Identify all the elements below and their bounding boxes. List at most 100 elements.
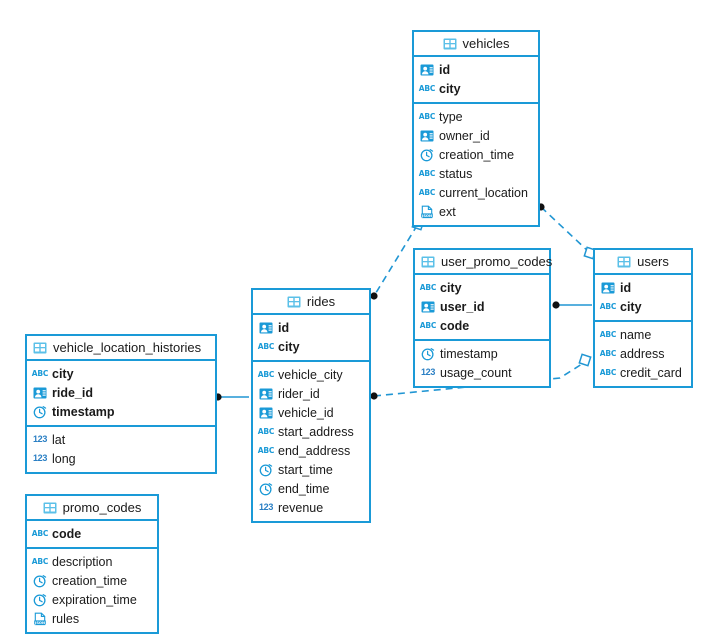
relationship-source-marker xyxy=(370,392,378,400)
field-label: code xyxy=(440,318,470,333)
column-row-owner_id[interactable]: owner_id xyxy=(414,126,538,145)
123-number-icon: 123 xyxy=(32,434,48,444)
table-title: user_promo_codes xyxy=(441,254,553,269)
relationship-rel-vlh-rides[interactable] xyxy=(214,393,249,401)
field-label: code xyxy=(52,526,82,541)
table-header-user_promo_codes[interactable]: user_promo_codes xyxy=(415,250,553,275)
abc-text-icon: ABC xyxy=(31,528,49,538)
field-label: rider_id xyxy=(278,386,320,401)
clock-icon xyxy=(33,574,47,588)
column-row-rider_id[interactable]: rider_id xyxy=(253,384,369,403)
table-title: promo_codes xyxy=(62,500,142,515)
primary-key-row-ride_id[interactable]: ride_id xyxy=(27,383,215,402)
table-header-vehicles[interactable]: vehicles xyxy=(414,32,538,57)
table-grid-icon xyxy=(421,255,435,269)
abc-text-icon: ABC xyxy=(419,282,437,292)
field-label: credit_card xyxy=(620,365,682,380)
abc-text-icon: ABC xyxy=(418,83,436,93)
relationship-source-marker xyxy=(552,301,560,309)
column-row-timestamp[interactable]: timestamp xyxy=(415,344,549,363)
table-header-users[interactable]: users xyxy=(595,250,691,275)
primary-key-row-id[interactable]: id xyxy=(253,318,369,337)
json-document-icon: JSON xyxy=(420,205,434,219)
primary-key-row-id[interactable]: id xyxy=(414,60,538,79)
column-row-creation_time[interactable]: creation_time xyxy=(27,571,157,590)
abc-text-icon: ABC xyxy=(257,445,275,455)
table-grid-icon xyxy=(43,501,57,515)
field-label: usage_count xyxy=(440,365,512,380)
field-label: vehicle_id xyxy=(278,405,334,420)
column-row-start_time[interactable]: start_time xyxy=(253,460,369,479)
clock-icon xyxy=(259,463,273,477)
uuid-person-icon xyxy=(33,386,47,400)
table-header-vehicle_location_histories[interactable]: vehicle_location_histories xyxy=(27,336,215,361)
primary-key-row-timestamp[interactable]: timestamp xyxy=(27,402,215,421)
field-label: start_time xyxy=(278,462,333,477)
relationship-rel-upc-users[interactable] xyxy=(552,301,592,309)
clock-icon xyxy=(33,405,47,419)
abc-text-icon: ABC xyxy=(257,369,275,379)
123-number-icon: 123 xyxy=(32,453,48,463)
field-label: address xyxy=(620,346,665,361)
column-row-creation_time[interactable]: creation_time xyxy=(414,145,538,164)
column-row-vehicle_id[interactable]: vehicle_id xyxy=(253,403,369,422)
relationship-target-marker xyxy=(578,353,592,367)
field-label: status xyxy=(439,166,473,181)
field-label: city xyxy=(620,299,642,314)
column-row-expiration_time[interactable]: expiration_time xyxy=(27,590,157,609)
abc-text-icon: ABC xyxy=(31,368,49,378)
abc-text-icon: ABC xyxy=(599,301,617,311)
table-grid-icon xyxy=(443,37,457,51)
column-row-end_time[interactable]: end_time xyxy=(253,479,369,498)
table-header-promo_codes[interactable]: promo_codes xyxy=(27,496,157,521)
clock-icon xyxy=(421,347,435,361)
abc-text-icon: ABC xyxy=(599,329,617,339)
primary-key-row-id[interactable]: id xyxy=(595,278,691,297)
table-title: rides xyxy=(306,294,336,309)
field-label: city xyxy=(278,339,300,354)
field-label: id xyxy=(278,320,290,335)
table-title: users xyxy=(637,254,669,269)
table-title: vehicles xyxy=(462,36,510,51)
uuid-person-icon xyxy=(420,129,434,143)
primary-key-row-user_id[interactable]: user_id xyxy=(415,297,549,316)
svg-text:JSON: JSON xyxy=(34,620,45,624)
json-document-icon: JSON xyxy=(33,612,47,626)
table-grid-icon xyxy=(287,295,301,309)
table-header-rides[interactable]: rides xyxy=(253,290,369,315)
field-label: name xyxy=(620,327,652,342)
